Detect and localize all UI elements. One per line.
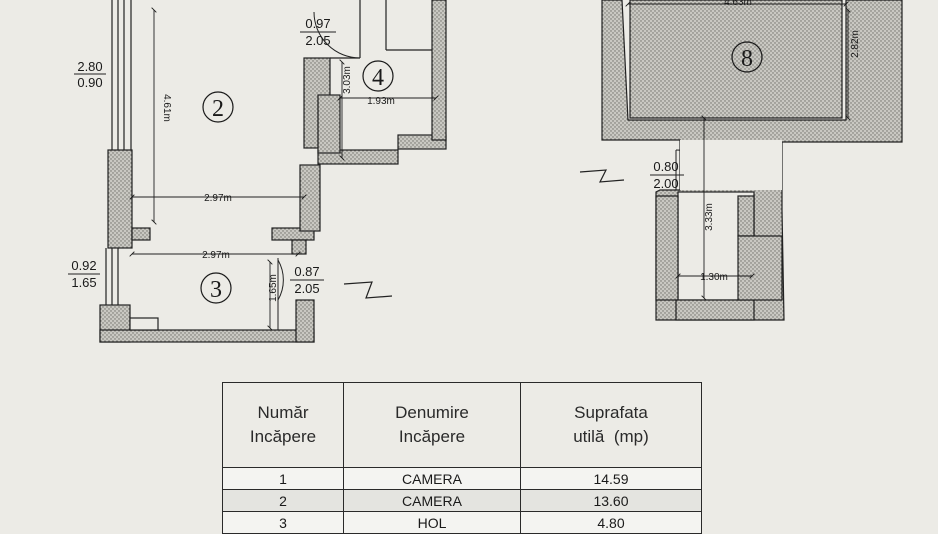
header-room-name: Denumire Incăpere bbox=[343, 382, 521, 468]
table-row: 3 HOL 4.80 bbox=[222, 511, 702, 534]
door-room3-height: 2.05 bbox=[294, 281, 319, 296]
room2-width-label: 2.97m bbox=[204, 193, 232, 204]
window-left-mid-height: 0.92 bbox=[71, 258, 96, 273]
dimension-lines bbox=[132, 10, 436, 328]
room3-number: 3 bbox=[210, 277, 222, 303]
room8-top-width-label: 4.63m bbox=[724, 0, 752, 8]
room8-stem-height-label: 3.33m bbox=[704, 203, 715, 231]
window-left-top-sill: 0.90 bbox=[77, 75, 102, 90]
room4-height-label: 3.03m bbox=[342, 66, 353, 94]
door-room8-width: 0.80 bbox=[653, 159, 678, 174]
table-row: 1 CAMERA 14.59 bbox=[222, 467, 702, 490]
left-unit-walls bbox=[99, 0, 447, 343]
room3-width-label: 2.97m bbox=[202, 250, 230, 261]
north-symbol-left bbox=[343, 281, 393, 299]
header-usable-area: Suprafata utilă (mp) bbox=[520, 382, 702, 468]
room4-circle bbox=[362, 60, 394, 92]
room8-dimension-lines bbox=[628, 4, 848, 298]
window-left-top-height: 2.80 bbox=[77, 59, 102, 74]
north-symbol-right bbox=[579, 169, 625, 183]
room4-number: 4 bbox=[372, 65, 384, 91]
room8-right-height-label: 2.82m bbox=[850, 30, 861, 58]
room2-number: 2 bbox=[212, 96, 224, 122]
room8-walls bbox=[601, 0, 903, 321]
door-top-height: 2.05 bbox=[305, 33, 330, 48]
room2-height-label: 4.61m bbox=[161, 94, 172, 122]
door-top-width: 0.97 bbox=[305, 16, 330, 31]
room2-circle bbox=[202, 91, 234, 123]
header-room-number: Număr Incăpere bbox=[222, 382, 344, 468]
room8-circle bbox=[731, 41, 763, 73]
room3-circle bbox=[200, 272, 232, 304]
table-row: 2 CAMERA 13.60 bbox=[222, 489, 702, 512]
door-room3-width: 0.87 bbox=[294, 264, 319, 279]
room4-width-label: 1.93m bbox=[367, 96, 395, 107]
room-area-table: Număr Incăpere Denumire Incăpere Suprafa… bbox=[222, 382, 702, 534]
room3-height-label: 1.65m bbox=[268, 274, 279, 302]
room8-stem-width-label: 1.30m bbox=[700, 272, 728, 283]
room8-number: 8 bbox=[741, 46, 753, 72]
window-left-mid-sill: 1.65 bbox=[71, 275, 96, 290]
door-room8-height: 2.00 bbox=[653, 176, 678, 191]
